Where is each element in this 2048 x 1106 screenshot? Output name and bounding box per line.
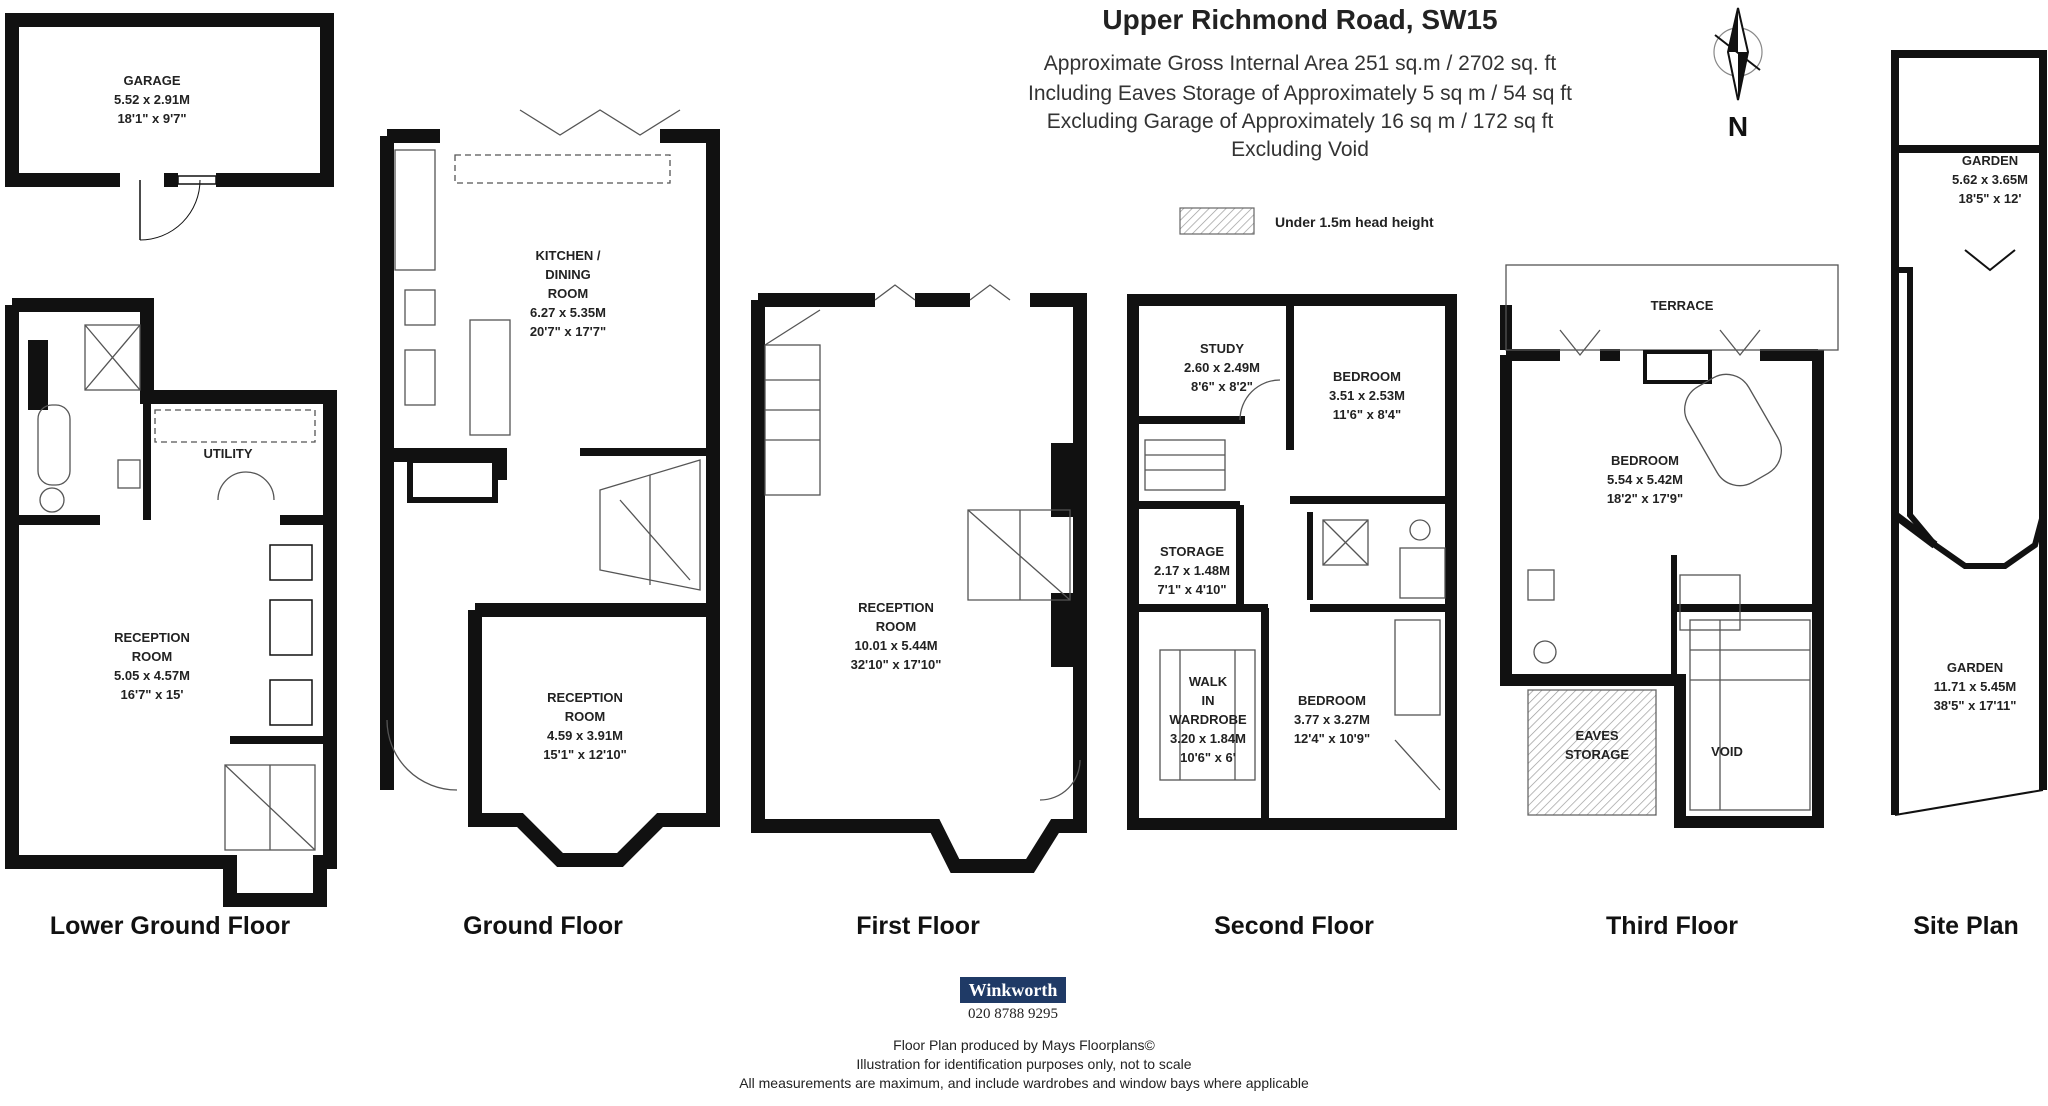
floor-label-third: Third Floor bbox=[1606, 912, 1738, 940]
label-s-bedroom2-0: BEDROOM bbox=[1298, 693, 1366, 708]
label-walkin-4: 10'6" x 6' bbox=[1180, 750, 1236, 765]
label-site-garden1-0: GARDEN bbox=[1962, 153, 2018, 168]
label-s-bedroom2-2: 12'4" x 10'9" bbox=[1294, 731, 1370, 746]
label-site-garden2-2: 38'5" x 17'11" bbox=[1934, 698, 2017, 713]
label-study-1: 2.60 x 2.49M bbox=[1184, 360, 1260, 375]
label-s-bedroom1-1: 3.51 x 2.53M bbox=[1329, 388, 1405, 403]
legend-hatch-label: Under 1.5m head height bbox=[1275, 214, 1434, 230]
area-line-garage: Excluding Garage of Approximately 16 sq … bbox=[1046, 110, 1554, 133]
label-site-garden2-0: GARDEN bbox=[1947, 660, 2003, 675]
label-terrace: TERRACE bbox=[1651, 298, 1714, 313]
label-eaves-0: EAVES bbox=[1575, 728, 1618, 743]
label-f-reception-0: RECEPTION bbox=[858, 600, 934, 615]
label-garage-2: 18'1" x 9'7" bbox=[117, 111, 186, 126]
first-floor-walls bbox=[751, 293, 1087, 873]
label-t-bedroom-1: 5.54 x 5.42M bbox=[1607, 472, 1683, 487]
label-kitchen-3: 6.27 x 5.35M bbox=[530, 305, 606, 320]
area-line-gross: Approximate Gross Internal Area 251 sq.m… bbox=[1043, 52, 1557, 75]
label-f-reception-3: 32'10" x 17'10" bbox=[851, 657, 942, 672]
ground-floor-walls bbox=[380, 129, 720, 867]
label-walkin-1: IN bbox=[1202, 693, 1215, 708]
label-lg-reception-0: RECEPTION bbox=[114, 630, 190, 645]
label-walkin-0: WALK bbox=[1189, 674, 1228, 689]
second-floor-walls bbox=[1127, 294, 1457, 830]
footer-line-illustration: Illustration for identification purposes… bbox=[856, 1056, 1192, 1072]
page-title: Upper Richmond Road, SW15 bbox=[1102, 4, 1498, 35]
label-utility: UTILITY bbox=[203, 446, 252, 461]
floor-label-site: Site Plan bbox=[1913, 912, 2019, 940]
label-kitchen-4: 20'7" x 17'7" bbox=[530, 324, 606, 339]
label-garage-0: GARAGE bbox=[123, 73, 180, 88]
compass-icon bbox=[1713, 7, 1763, 101]
label-kitchen-0: KITCHEN / bbox=[536, 248, 601, 263]
label-lg-reception-3: 16'7" x 15' bbox=[121, 687, 184, 702]
label-walkin-2: WARDROBE bbox=[1169, 712, 1247, 727]
label-site-garden1-2: 18'5" x 12' bbox=[1959, 191, 2022, 206]
floor-label-lower-ground: Lower Ground Floor bbox=[50, 912, 291, 940]
winkworth-logo: Winkworth bbox=[960, 977, 1066, 1003]
label-lg-reception-2: 5.05 x 4.57M bbox=[114, 668, 190, 683]
label-s-bedroom2-1: 3.77 x 3.27M bbox=[1294, 712, 1370, 727]
label-storage-1: 2.17 x 1.48M bbox=[1154, 563, 1230, 578]
label-site-garden1-1: 5.62 x 3.65M bbox=[1952, 172, 2028, 187]
label-kitchen-2: ROOM bbox=[548, 286, 588, 301]
lower-ground-fixtures bbox=[37, 324, 316, 851]
label-garage-1: 5.52 x 2.91M bbox=[114, 92, 190, 107]
first-floor-fixtures bbox=[764, 284, 1081, 801]
label-eaves-1: STORAGE bbox=[1565, 747, 1629, 762]
label-g-reception-1: ROOM bbox=[565, 709, 605, 724]
label-storage-0: STORAGE bbox=[1160, 544, 1224, 559]
label-storage-2: 7'1" x 4'10" bbox=[1157, 582, 1226, 597]
room-labels: GARAGE 5.52 x 2.91M 18'1" x 9'7" UTILITY… bbox=[114, 73, 2028, 765]
label-study-2: 8'6" x 8'2" bbox=[1191, 379, 1253, 394]
floor-label-second: Second Floor bbox=[1214, 912, 1374, 940]
site-plan-walls bbox=[1891, 50, 2047, 816]
footer-disclaimer: Floor Plan produced by Mays Floorplans© … bbox=[624, 1036, 1424, 1093]
third-floor-fixtures bbox=[1505, 264, 1839, 816]
footer-line-measurements: All measurements are maximum, and includ… bbox=[739, 1075, 1309, 1091]
lower-ground-walls bbox=[5, 298, 337, 907]
label-study-0: STUDY bbox=[1200, 341, 1244, 356]
label-kitchen-1: DINING bbox=[545, 267, 591, 282]
label-t-bedroom-2: 18'2" x 17'9" bbox=[1607, 491, 1683, 506]
label-void: VOID bbox=[1711, 744, 1743, 759]
label-g-reception-0: RECEPTION bbox=[547, 690, 623, 705]
label-g-reception-2: 4.59 x 3.91M bbox=[547, 728, 623, 743]
legend-hatch-swatch bbox=[1179, 207, 1255, 235]
compass-north-label: N bbox=[1728, 111, 1748, 142]
garage-walls bbox=[5, 13, 334, 241]
floor-label-ground: Ground Floor bbox=[463, 912, 623, 940]
label-s-bedroom1-0: BEDROOM bbox=[1333, 369, 1401, 384]
label-g-reception-3: 15'1" x 12'10" bbox=[543, 747, 627, 762]
area-line-eaves: Including Eaves Storage of Approximately… bbox=[1028, 82, 1572, 105]
label-s-bedroom1-2: 11'6" x 8'4" bbox=[1333, 407, 1401, 422]
label-site-garden2-1: 11.71 x 5.45M bbox=[1934, 679, 2016, 694]
label-walkin-3: 3.20 x 1.84M bbox=[1170, 731, 1246, 746]
floor-label-first: First Floor bbox=[856, 912, 980, 940]
footer-line-producer: Floor Plan produced by Mays Floorplans© bbox=[893, 1037, 1155, 1053]
second-floor-fixtures bbox=[1144, 379, 1446, 791]
ground-floor-fixtures bbox=[386, 109, 701, 791]
label-f-reception-2: 10.01 x 5.44M bbox=[854, 638, 937, 653]
area-line-void: Excluding Void bbox=[1231, 138, 1369, 161]
label-lg-reception-1: ROOM bbox=[132, 649, 172, 664]
label-t-bedroom-0: BEDROOM bbox=[1611, 453, 1679, 468]
agent-phone: 020 8788 9295 bbox=[968, 1006, 1058, 1022]
floor-labels: Lower Ground Floor Ground Floor First Fl… bbox=[50, 912, 2019, 940]
label-f-reception-1: ROOM bbox=[876, 619, 916, 634]
